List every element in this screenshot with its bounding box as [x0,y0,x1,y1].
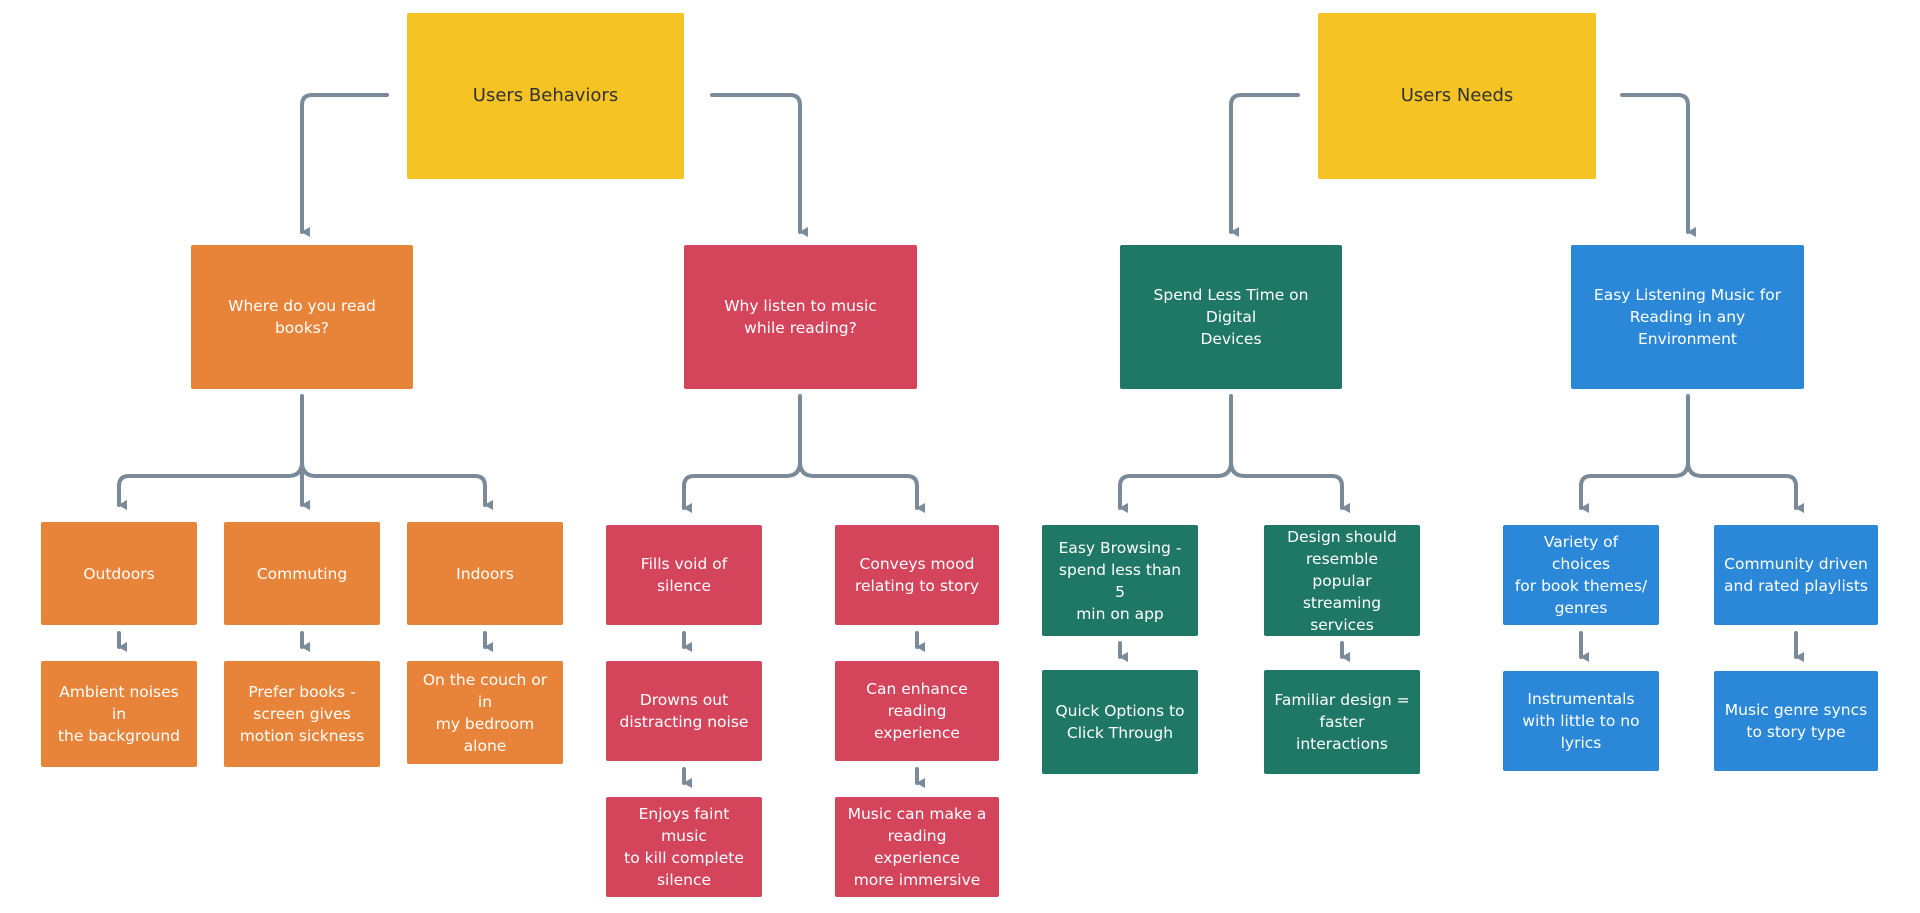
connector-time-browsing [1118,394,1233,513]
node-easy-browsing: Easy Browsing - spend less than 5 min on… [1042,525,1198,636]
node-enjoys-faint-label: Enjoys faint music to kill complete sile… [624,805,744,889]
node-instrumentals: Instrumentals with little to no lyrics [1503,671,1659,771]
category-why-music-label: Why listen to music while reading? [724,297,877,337]
category-easy-listening: Easy Listening Music for Reading in any … [1571,245,1804,389]
node-indoors-detail-label: On the couch or in my bedroom alone [422,670,548,755]
node-indoors-detail: On the couch or in my bedroom alone [407,661,563,764]
category-less-time-label: Spend Less Time on Digital Devices [1153,286,1309,348]
node-enhance-reading-label: Can enhance reading experience [866,680,968,742]
node-outdoors-detail-label: Ambient noises in the background [57,683,181,745]
node-fills-void: Fills void of silence [606,525,762,625]
root-users-behaviors-label: Users Behaviors [472,85,619,106]
node-more-immersive: Music can make a reading experience more… [835,797,999,897]
node-instrumentals-label: Instrumentals with little to no lyrics [1522,690,1640,752]
node-easy-browsing-label: Easy Browsing - spend less than 5 min on… [1058,538,1182,623]
node-commuting-detail-label: Prefer books - screen gives motion sickn… [239,683,365,745]
node-indoors-label: Indoors [456,564,514,583]
node-commuting-detail: Prefer books - screen gives motion sickn… [224,661,380,767]
node-conveys-mood: Conveys mood relating to story [835,525,999,625]
node-drowns-noise-label: Drowns out distracting noise [619,691,749,731]
node-conveys-mood-label: Conveys mood relating to story [854,555,979,595]
node-indoors: Indoors [407,522,563,625]
node-design-resemble-label: Design should resemble popular streaming… [1287,527,1397,634]
node-enhance-reading: Can enhance reading experience [835,661,999,761]
node-drowns-noise: Drowns out distracting noise [606,661,762,761]
category-where-read: Where do you read books? [191,245,413,389]
node-familiar-design-label: Familiar design = faster interactions [1274,691,1410,753]
node-commuting: Commuting [224,522,380,625]
node-quick-options-label: Quick Options to Click Through [1055,702,1185,742]
node-design-resemble: Design should resemble popular streaming… [1264,525,1420,636]
node-more-immersive-label: Music can make a reading experience more… [847,805,987,889]
node-outdoors-label: Outdoors [83,564,155,583]
connector-music-community [1686,460,1804,513]
category-easy-listening-label: Easy Listening Music for Reading in any … [1593,286,1782,348]
node-outdoors-detail: Ambient noises in the background [41,661,197,767]
node-genre-syncs-label: Music genre syncs to story type [1724,701,1868,741]
connector-where-indoors [300,460,493,510]
connector-time-design [1229,460,1350,513]
connector-why-fills [682,394,802,513]
node-quick-options: Quick Options to Click Through [1042,670,1198,774]
connector-behaviors-where [300,93,389,237]
node-outdoors: Outdoors [41,522,197,625]
node-fills-void-label: Fills void of silence [640,555,728,595]
node-community-playlists: Community driven and rated playlists [1714,525,1878,625]
node-variety-choices-label: Variety of choices for book themes/ genr… [1514,533,1648,617]
connector-where-outdoors [117,460,304,510]
root-users-behaviors: Users Behaviors [407,13,684,179]
category-where-read-label: Where do you read books? [228,297,376,337]
connector-behaviors-why [710,93,808,237]
node-genre-syncs: Music genre syncs to story type [1714,671,1878,771]
root-users-needs: Users Needs [1318,13,1596,179]
connector-needs-music [1620,93,1696,237]
node-commuting-label: Commuting [256,564,348,583]
connector-needs-time [1229,93,1300,237]
connector-why-conveys [798,460,925,513]
node-variety-choices: Variety of choices for book themes/ genr… [1503,525,1659,625]
category-less-time: Spend Less Time on Digital Devices [1120,245,1342,389]
node-community-playlists-label: Community driven and rated playlists [1724,555,1868,595]
node-familiar-design: Familiar design = faster interactions [1264,670,1420,774]
category-why-music: Why listen to music while reading? [684,245,917,389]
node-enjoys-faint: Enjoys faint music to kill complete sile… [606,797,762,897]
root-users-needs-label: Users Needs [1400,85,1514,106]
connector-music-variety [1579,394,1690,513]
